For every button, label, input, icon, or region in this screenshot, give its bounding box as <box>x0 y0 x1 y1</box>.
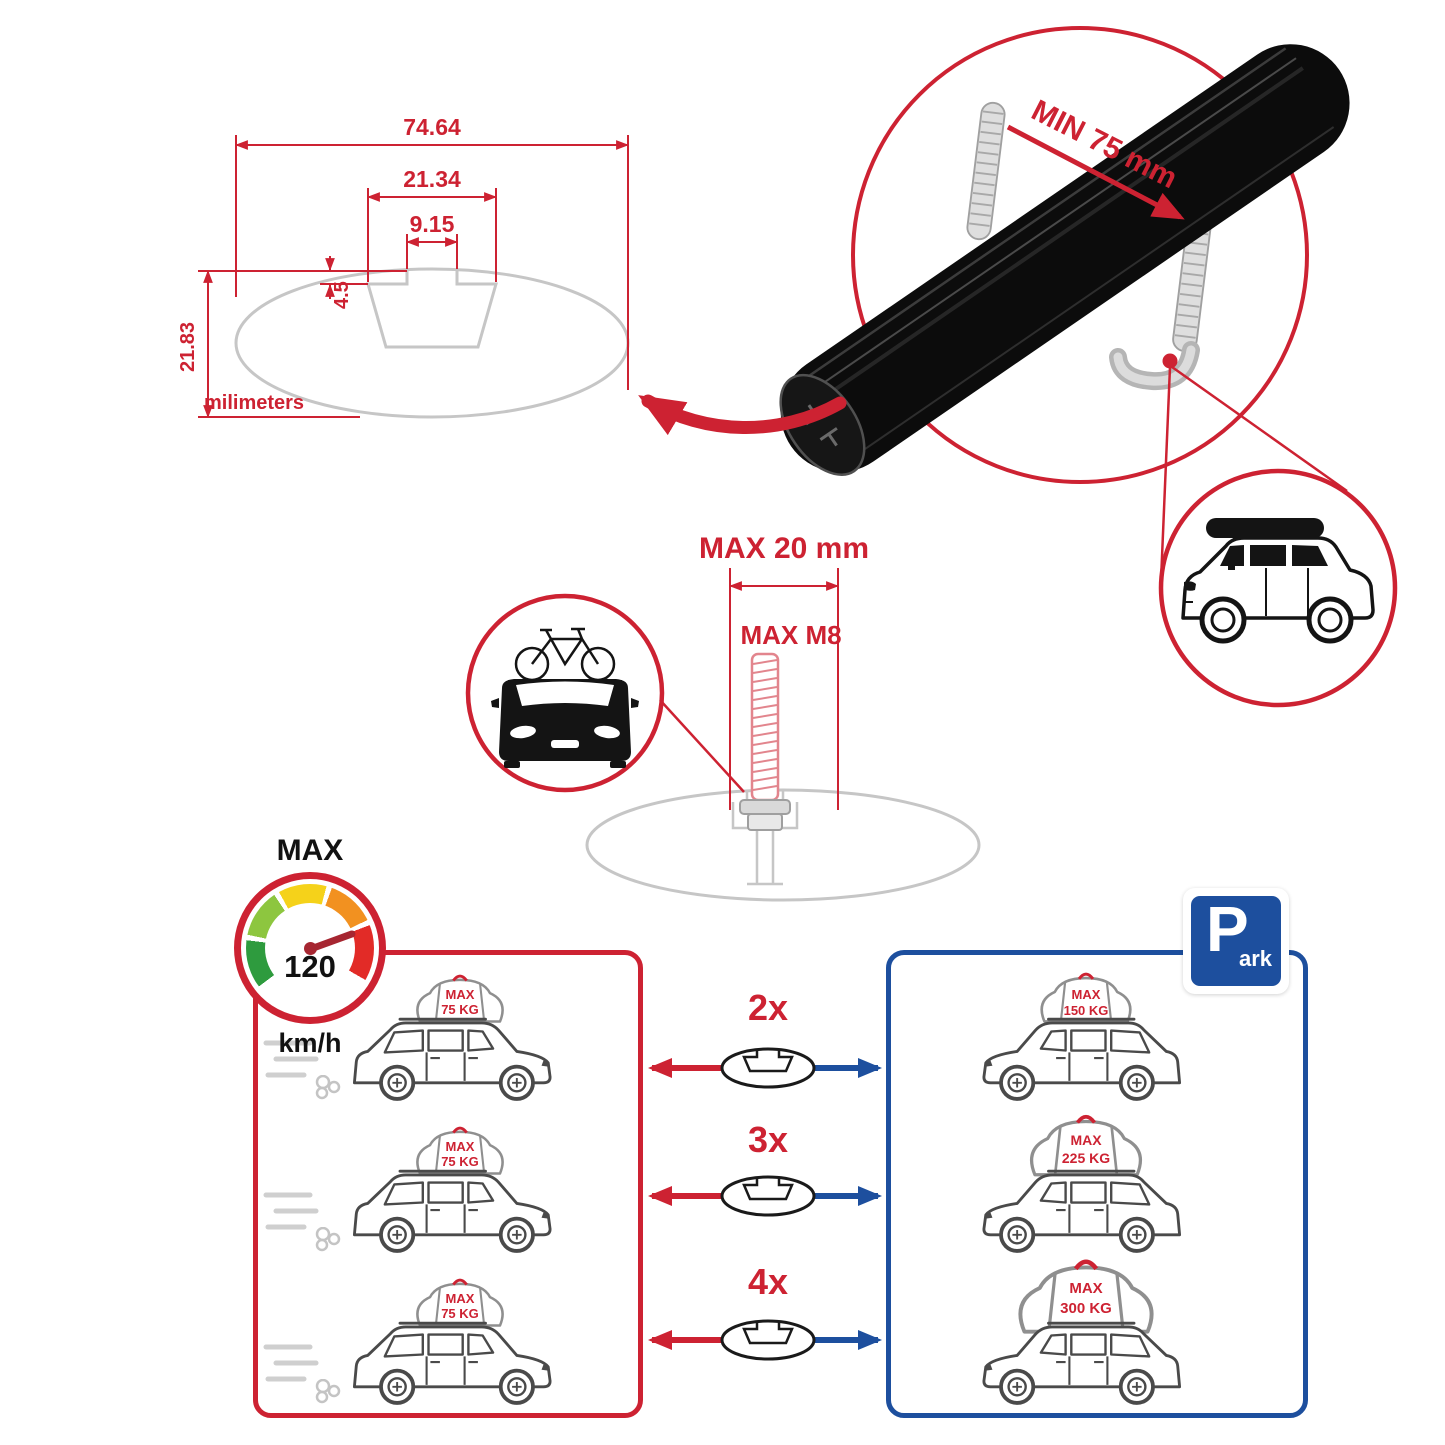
park-sign-panel: P ark <box>1191 893 1281 986</box>
crossbar-profile-icon <box>720 1175 816 1217</box>
bag-max-label: MAX <box>1072 987 1101 1002</box>
callout-line <box>1171 365 1348 493</box>
speed-max-label: MAX <box>276 834 344 867</box>
bolt-diagram: MAX 20 mm MAX M8 <box>465 532 981 902</box>
t-bolt <box>739 652 791 831</box>
units-label: milimeters <box>204 392 304 414</box>
dim-bar-height: 21.83 <box>177 322 199 372</box>
dim-slot-outer-width: 21.34 <box>403 166 461 192</box>
bag-weight-label: 150 KG <box>1064 1003 1109 1018</box>
suv-icon <box>352 1321 552 1405</box>
u-bolt-rods <box>965 100 1214 391</box>
park-suffix: ark <box>1239 946 1273 971</box>
bag-weight-label: 75 KG <box>441 1002 479 1017</box>
min-clearance-arrow <box>1006 124 1185 220</box>
multiplier-label: 3x <box>748 1119 788 1160</box>
multiplier-label: 2x <box>748 987 788 1028</box>
parked-cars: MAX 150 KG MAX 225 KG MAX 300 KG <box>982 972 1182 1405</box>
park-sign: P ark <box>1183 888 1289 994</box>
crossbar-cross-section <box>234 267 630 419</box>
parked-limit-box: MAX 150 KG MAX 225 KG MAX 300 KG <box>886 950 1308 1418</box>
park-letter: P <box>1206 893 1249 965</box>
bag-max-label: MAX <box>446 1139 475 1154</box>
driving-limit-box: MAX 75 KG MAX 75 KG MAX 75 KG <box>253 950 643 1418</box>
bag-max-label: MAX <box>1069 1280 1102 1297</box>
cross-section-dimension-diagram: 74.64 21.34 9.15 4.5 21.83 milimeters <box>177 114 630 419</box>
crossbar-3d <box>779 44 1350 476</box>
dim-slot-opening-width: 9.15 <box>410 211 455 237</box>
bag-weight-label: 75 KG <box>441 1306 479 1321</box>
suv-icon <box>352 1169 552 1253</box>
crossbar-profile-icon <box>720 1319 816 1361</box>
speedometer-icon: 120 <box>234 872 386 1024</box>
dim-lip-depth: 4.5 <box>331 281 353 309</box>
car-front-with-bike-icon <box>491 627 639 768</box>
crossbar-count-arrows: 2x 3x 4x <box>648 987 882 1361</box>
bag-max-label: MAX <box>446 1291 475 1306</box>
dimension-lines <box>198 135 630 419</box>
driving-cars: MAX 75 KG MAX 75 KG MAX 75 KG <box>263 974 552 1405</box>
bag-weight-label: 225 KG <box>1062 1150 1110 1166</box>
speed-value: 120 <box>284 949 336 984</box>
section-pointer-arrow <box>638 394 847 436</box>
callout-line <box>1159 366 1172 582</box>
detail-circle <box>851 26 1309 484</box>
callout-line <box>659 699 745 793</box>
speed-limit-gauge: MAX 120 km/h <box>225 834 395 1059</box>
slot-cross-section <box>585 788 981 902</box>
clamp-point-dot <box>1162 353 1178 369</box>
dim-total-width: 74.64 <box>403 114 461 140</box>
max-bolt-length-label: MAX 20 mm <box>699 532 869 565</box>
bag-weight-label: 300 KG <box>1060 1300 1112 1317</box>
bag-max-label: MAX <box>1070 1132 1102 1148</box>
crossbar-detail-view: MIN 75 mm <box>638 26 1398 708</box>
bag-weight-label: 75 KG <box>441 1154 479 1169</box>
suv-with-roofbox-icon <box>1181 518 1375 644</box>
crossbar-profile-icon <box>720 1047 816 1089</box>
multiplier-label: 4x <box>748 1261 788 1302</box>
speed-unit: km/h <box>278 1028 342 1058</box>
bag-max-label: MAX <box>446 987 475 1002</box>
gauge-pivot <box>303 941 317 955</box>
max-thread-label: MAX M8 <box>740 620 841 650</box>
dimension-lines <box>728 568 840 810</box>
